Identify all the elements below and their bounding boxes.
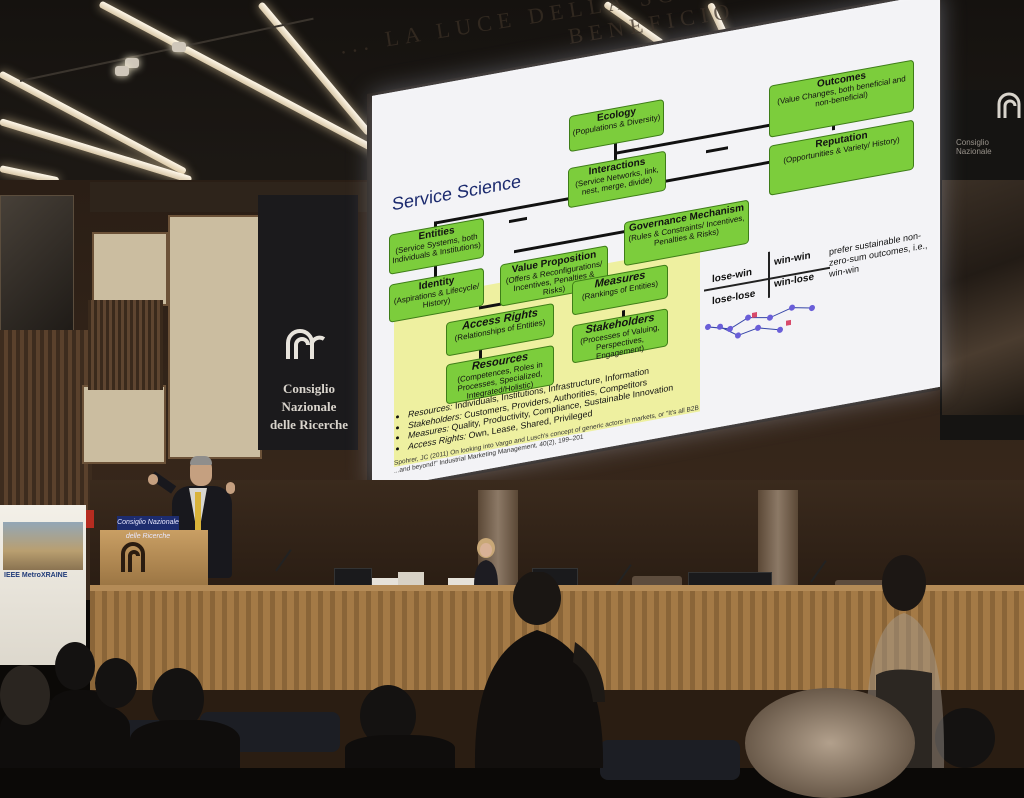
panelist-woman	[474, 538, 498, 586]
podium-sign: Consiglio Nazionale delle Ricerche	[117, 516, 179, 540]
audience-member	[130, 720, 240, 768]
node-interactions: Interactions (Service Networks, link, ne…	[568, 150, 666, 209]
wall-panel	[92, 232, 168, 306]
cnr-logo-icon	[286, 329, 326, 359]
projection-screen: Service Science Ecology (Populations & D…	[372, 0, 940, 490]
cnr-banner-text: Consiglio Nazionale delle Ricerche	[262, 380, 356, 434]
window	[0, 195, 74, 332]
standing-audience-member	[474, 572, 605, 768]
audience-head	[55, 642, 95, 690]
matrix-axis	[768, 251, 770, 299]
name-card	[448, 578, 478, 586]
matrix-win-win: win-win	[774, 250, 811, 268]
right-banner-label: Consiglio Nazionale	[956, 138, 992, 156]
spotlight	[125, 58, 139, 68]
spotlight	[115, 66, 129, 76]
audience-head	[152, 668, 204, 730]
fire-sign	[86, 510, 94, 528]
network-diagram-icon	[705, 304, 815, 339]
slat-panel	[88, 300, 163, 390]
wood-wall	[0, 330, 92, 510]
podium	[100, 530, 208, 585]
dash	[706, 146, 728, 154]
banner-line-1: Consiglio Nazionale	[281, 381, 337, 414]
rollup-photo	[3, 522, 83, 570]
foreground-head	[745, 688, 915, 798]
audience-head	[935, 708, 995, 768]
cnr-logo-icon	[997, 92, 1021, 118]
dash	[509, 216, 527, 224]
audience-member	[345, 735, 455, 768]
laptop	[398, 572, 424, 586]
spotlight	[172, 42, 186, 52]
speaker-hair	[190, 456, 212, 465]
name-card	[372, 578, 398, 586]
stage-pillar	[758, 490, 798, 585]
wall-panel	[168, 215, 262, 459]
speaker-head	[190, 458, 212, 486]
cnr-banner	[258, 195, 358, 450]
speaker-hand	[226, 482, 235, 494]
speaker-hand	[148, 474, 158, 485]
audience-head	[95, 658, 137, 708]
monitor	[334, 568, 372, 586]
rollup-title: IEEE MetroXRAINE	[4, 572, 68, 579]
cnr-logo-icon	[121, 542, 145, 572]
banner-line-2: delle Ricerche	[269, 417, 349, 432]
artwork	[942, 180, 1024, 415]
speaker-tie	[195, 492, 201, 530]
audience-head	[0, 665, 50, 725]
wall-panel	[82, 385, 166, 464]
prefer-note: prefer sustainable non-zero-sum outcomes…	[829, 230, 928, 279]
